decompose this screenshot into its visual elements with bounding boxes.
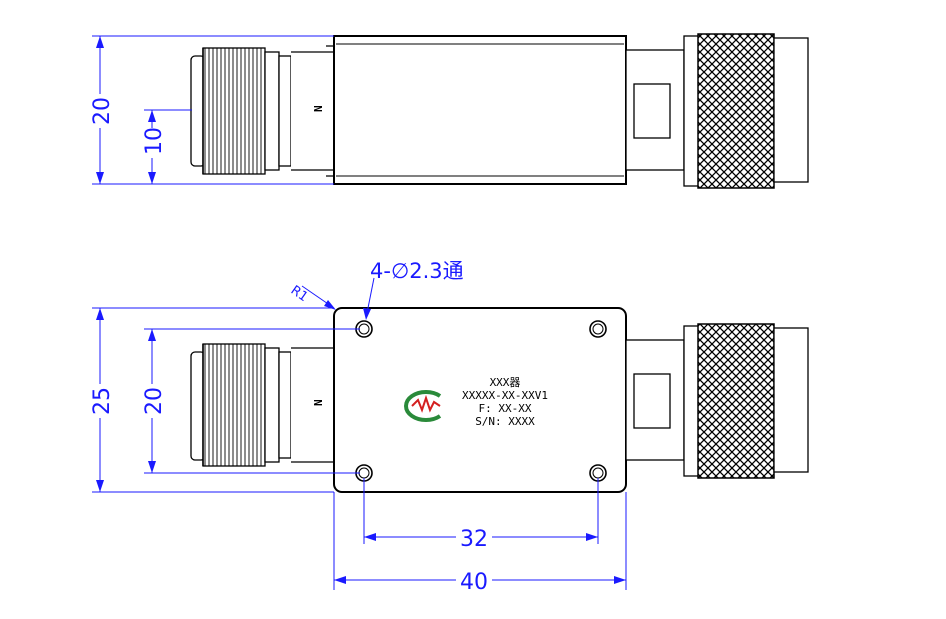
hole-note-text: 4-∅2.3通: [370, 259, 464, 283]
top-dim-center: 10: [140, 109, 192, 184]
top-dim-center-text: 10: [142, 127, 167, 155]
bottom-dim-hole-spacing-h: 32: [363, 478, 599, 552]
top-left-connector: N: [190, 45, 335, 177]
bottom-dim-hole-spacing-h-text: 32: [460, 527, 488, 552]
label-line-name: XXX器: [490, 376, 521, 389]
product-label: XXX器 XXXXX-XX-XXV1 F: XX-XX S/N: XXXX: [462, 376, 548, 428]
top-right-connector: [625, 33, 809, 189]
bottom-dim-hole-spacing-v-text: 20: [142, 387, 167, 415]
bottom-dim-hole-spacing-v: 20: [140, 328, 360, 474]
bottom-dim-length: 40: [333, 492, 627, 595]
radius-note-text: R1: [288, 283, 311, 305]
top-dim-height: 20: [88, 35, 334, 185]
hole-callout: 4-∅2.3通: [363, 259, 464, 320]
bottom-left-connector: N: [190, 343, 335, 467]
bottom-dim-length-text: 40: [460, 570, 488, 595]
bottom-view: N XXX器 XXXXX-XX-XXV1 F: XX-XX S/N: XXXX: [88, 259, 809, 595]
top-dim-height-text: 20: [90, 97, 115, 125]
mounting-holes: [355, 320, 607, 482]
bottom-connector-label: N: [312, 399, 325, 406]
bottom-dim-height-text: 25: [90, 387, 115, 415]
top-view: N 20 10: [88, 33, 809, 189]
company-logo-icon: [404, 390, 442, 422]
top-connector-label: N: [312, 105, 325, 112]
top-body: [333, 35, 627, 185]
bottom-dim-height: 25: [88, 307, 334, 493]
label-line-serial: S/N: XXXX: [475, 415, 535, 428]
radius-callout: R1: [288, 283, 336, 310]
label-line-model: XXXXX-XX-XXV1: [462, 389, 548, 402]
label-line-frequency: F: XX-XX: [479, 402, 532, 415]
bottom-right-connector: [625, 323, 809, 479]
